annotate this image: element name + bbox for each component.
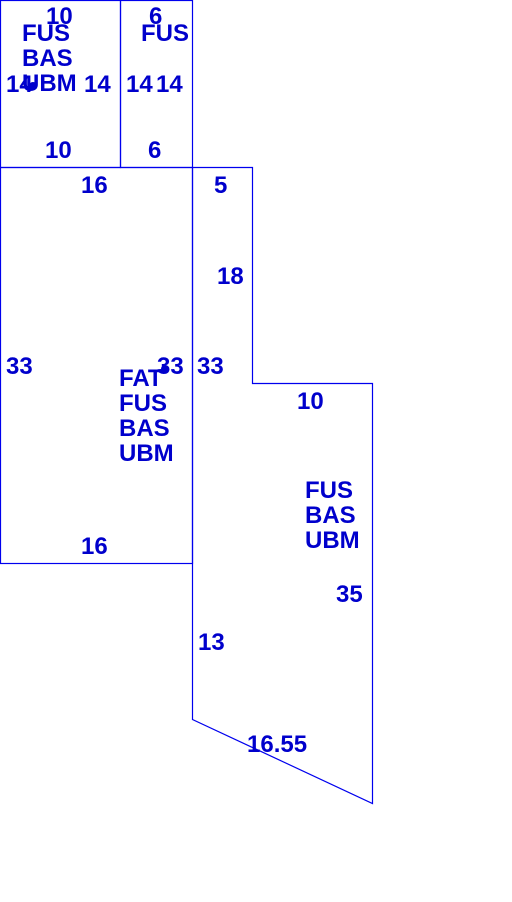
- area-b-bottom-dimension: 6: [148, 137, 161, 164]
- area-a-code-2: BAS: [22, 45, 73, 72]
- area-c-label-marker: [161, 365, 169, 373]
- area-c-right-dimension: 33: [157, 353, 184, 380]
- area-a-bottom-dimension: 10: [45, 137, 72, 164]
- area-c-left-dimension: 33: [6, 353, 33, 380]
- area-d-slope-dimension: 16.55: [247, 731, 307, 758]
- area-d-top-dimension: 5: [214, 172, 227, 199]
- area-b-right-dimension: 14: [156, 71, 183, 98]
- area-b-code-1: FUS: [141, 20, 189, 47]
- area-d-code-3: UBM: [305, 527, 360, 554]
- area-c-bottom-dimension: 16: [81, 533, 108, 560]
- area-a-right-dimension: 14: [84, 71, 111, 98]
- area-b-left-dimension: 14: [126, 71, 153, 98]
- area-a-label-marker: [29, 82, 37, 90]
- area-d-code-2: BAS: [305, 502, 356, 529]
- area-a-left-dimension: 14: [6, 71, 33, 98]
- area-c-code-3: BAS: [119, 415, 170, 442]
- area-c-code-4: UBM: [119, 440, 174, 467]
- area-a-code-1: FUS: [22, 20, 70, 47]
- area-d-left-dimension: 33: [197, 353, 224, 380]
- area-d-step-dimension: 10: [297, 388, 324, 415]
- area-c-code-2: FUS: [119, 390, 167, 417]
- area-d-lower-left-dimension: 13: [198, 629, 225, 656]
- area-d-right-dimension: 35: [336, 581, 363, 608]
- area-c-code-1: FAT: [119, 365, 163, 392]
- area-d-outline: [191, 166, 374, 805]
- area-d-upper-right-dimension: 18: [217, 263, 244, 290]
- area-a-top-dimension: 10: [46, 3, 73, 30]
- area-c-top-dimension: 16: [81, 172, 108, 199]
- area-b-top-dimension: 6: [149, 3, 162, 30]
- area-d-code-1: FUS: [305, 477, 353, 504]
